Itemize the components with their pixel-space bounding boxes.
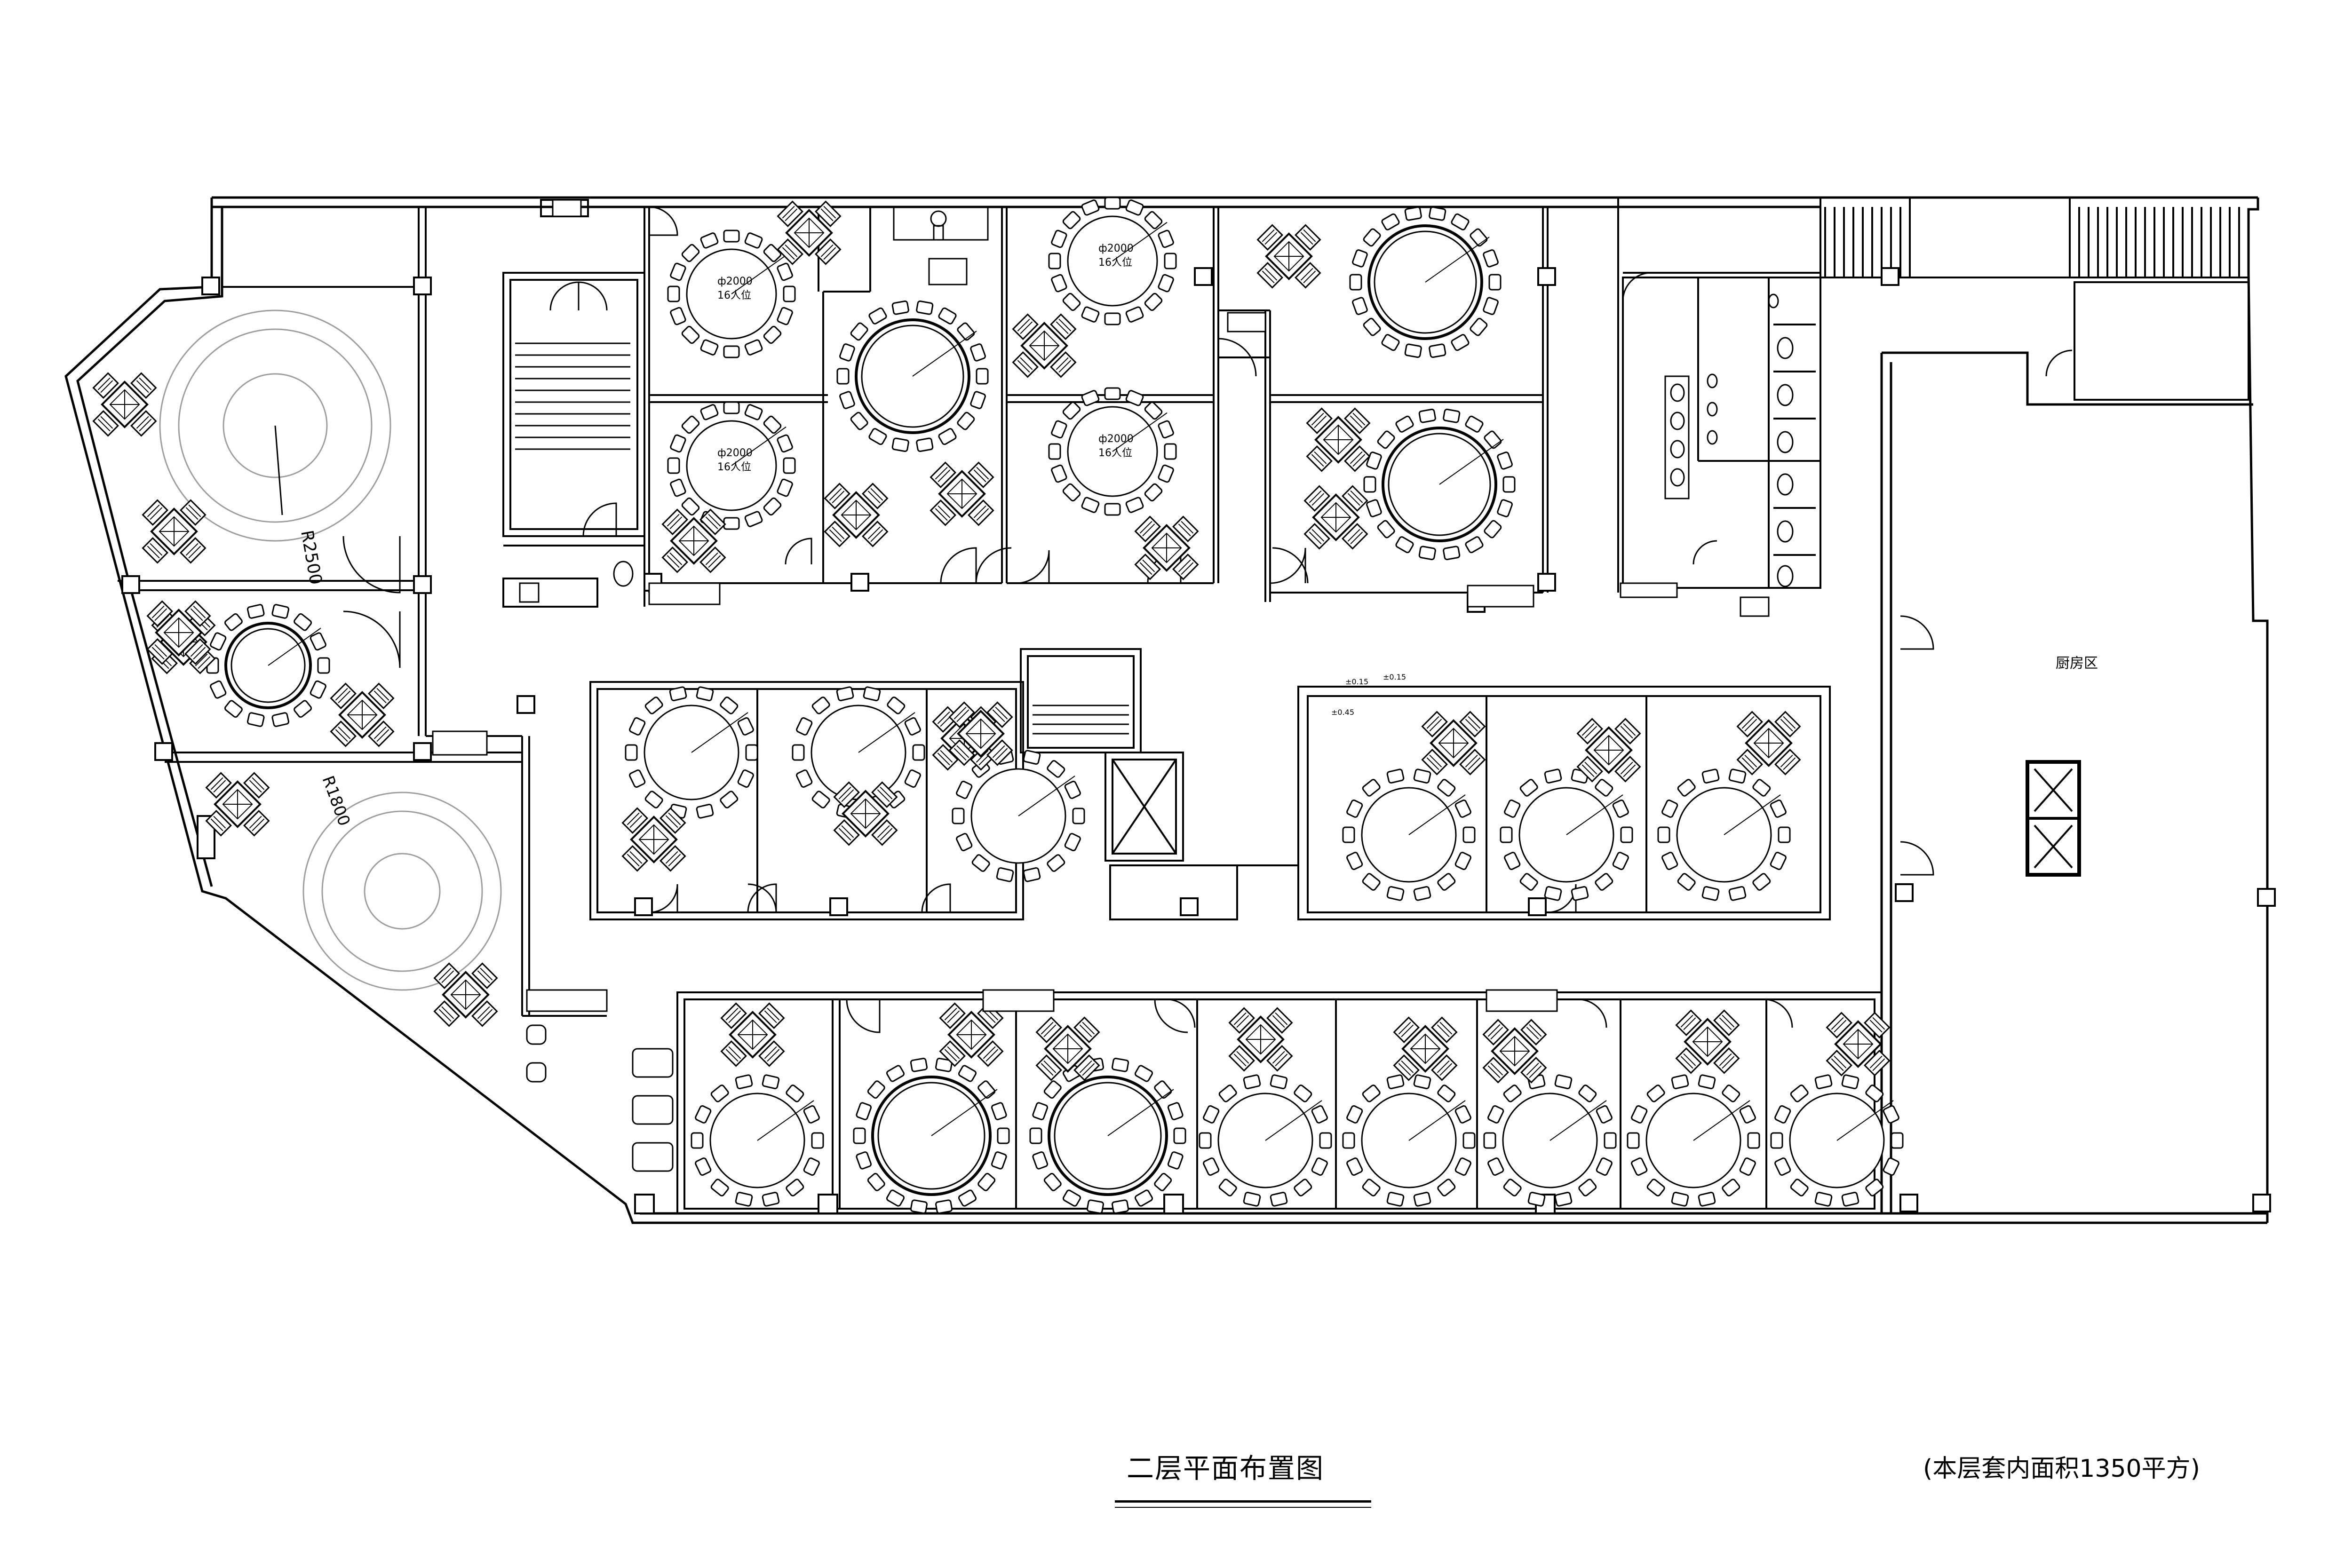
- round-table: ф2000 16人位: [1048, 197, 1177, 325]
- round-table: [691, 1074, 824, 1207]
- area-note: (本层套内面积1350平方): [1923, 1455, 2200, 1483]
- svg-text:ф2000: ф2000: [1098, 433, 1134, 445]
- square-table: [914, 446, 1010, 542]
- round-table: [1500, 768, 1633, 901]
- level-mark-a: ±0.15: [1345, 677, 1368, 686]
- round-table: [1199, 1074, 1332, 1207]
- kitchen-label: 厨房区: [2056, 655, 2098, 672]
- service-stations: [432, 199, 1770, 1012]
- round-table: [625, 686, 758, 819]
- reception-desk: [893, 206, 989, 285]
- svg-text:ф2000: ф2000: [717, 276, 753, 287]
- round-table: [1770, 1074, 1904, 1207]
- svg-text:16人位: 16人位: [1098, 257, 1132, 269]
- square-table: [1660, 994, 1756, 1090]
- level-mark-c: ±0.45: [1331, 708, 1354, 717]
- banquet-table-r1800: [302, 792, 502, 991]
- radius-label-large: R2500: [297, 529, 326, 586]
- columns: [121, 267, 2276, 1214]
- round-table: [952, 750, 1085, 882]
- radius-label-small: R1800: [318, 773, 354, 828]
- title-underline: [1115, 1500, 1371, 1503]
- square-table: [1290, 392, 1386, 488]
- square-table: [314, 667, 410, 763]
- round-table: ф2000 16人位: [667, 230, 796, 358]
- round-table: [792, 686, 925, 819]
- round-table: ф2000 16人位: [667, 401, 796, 530]
- plan-labels: 厨房区 R2500 R1800 ±0.15 ±0.15 ±0.45: [297, 529, 2098, 828]
- round-table: [853, 1058, 1010, 1214]
- doors: [342, 206, 2073, 1033]
- round-table: ф2000 16人位: [1048, 387, 1177, 516]
- lounge-seats: [526, 1024, 674, 1172]
- round-table: [1029, 1058, 1186, 1214]
- square-table: [705, 987, 801, 1083]
- square-table: [1213, 991, 1309, 1087]
- round-table: [1657, 768, 1791, 901]
- restroom-fixtures: [519, 293, 1794, 603]
- title-underline-thin: [1115, 1507, 1371, 1508]
- svg-text:ф2000: ф2000: [717, 447, 753, 459]
- level-mark-b: ±0.15: [1383, 673, 1406, 681]
- square-table: [761, 185, 857, 281]
- round-table: [1349, 206, 1502, 358]
- round-table: [1342, 768, 1476, 901]
- round-table: [1342, 1074, 1476, 1207]
- dining-tables: ф2000 16人位 ф2000 16人位 ф2000 16人位 ф2000 16人位: [77, 185, 1906, 1214]
- square-table: [126, 483, 222, 579]
- round-table: [1483, 1074, 1617, 1207]
- exterior-walls: [64, 196, 2269, 1224]
- square-table: [1119, 500, 1215, 596]
- square-table: [996, 298, 1092, 394]
- drawing-title: 二层平面布置图: [1127, 1452, 1325, 1484]
- svg-text:16人位: 16人位: [717, 290, 751, 301]
- staircase: [515, 342, 1129, 735]
- round-table: [836, 300, 989, 452]
- svg-text:16人位: 16人位: [717, 461, 751, 473]
- svg-text:16人位: 16人位: [1098, 447, 1132, 459]
- banquet-table-r2500: [159, 309, 391, 542]
- square-table: [1241, 208, 1337, 304]
- square-table: [418, 947, 514, 1043]
- svg-text:ф2000: ф2000: [1098, 243, 1134, 254]
- round-table: [1363, 408, 1516, 561]
- interior-walls: [118, 197, 2249, 1214]
- round-table: [1627, 1074, 1760, 1207]
- round-table: [206, 604, 330, 727]
